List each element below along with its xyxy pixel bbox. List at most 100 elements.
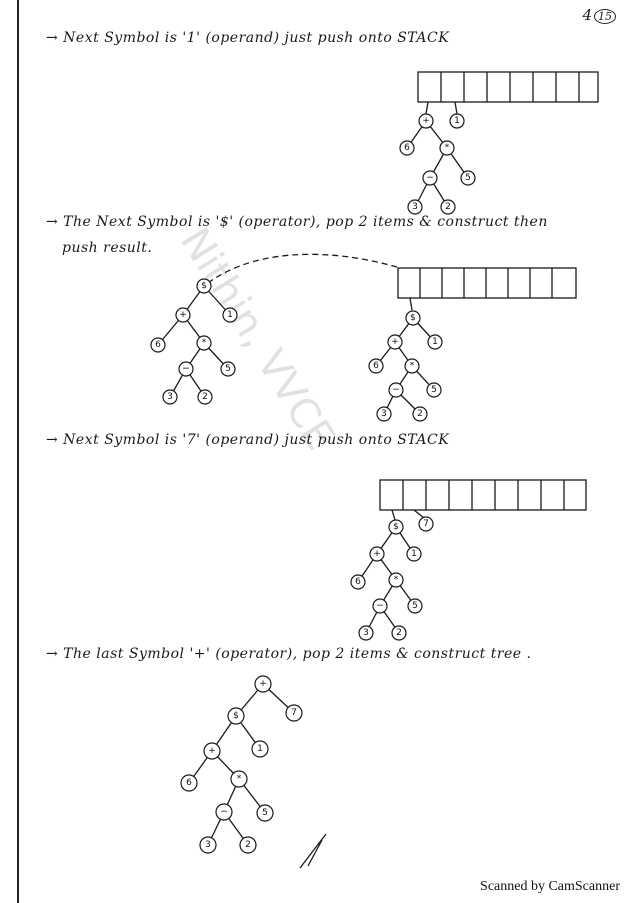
tree-node-label: − bbox=[182, 364, 190, 374]
tree-node-label: 2 bbox=[445, 202, 451, 212]
page-circle-number: 15 bbox=[594, 9, 616, 24]
tree-node-label: 1 bbox=[432, 337, 438, 347]
tree-node-label: * bbox=[445, 143, 450, 153]
tree-node-label: $ bbox=[393, 522, 399, 532]
tree-node-label: 5 bbox=[262, 808, 268, 818]
tree-node-label: 7 bbox=[291, 708, 297, 718]
tree-node-circle bbox=[412, 406, 428, 422]
tree-node-circle bbox=[222, 307, 238, 323]
tree-node-circle bbox=[350, 574, 366, 590]
tree-node-label: 3 bbox=[205, 840, 211, 850]
tree-node-circle bbox=[418, 113, 434, 129]
tree-node-circle bbox=[388, 382, 404, 398]
tree-node-label: 1 bbox=[257, 744, 263, 754]
tree-node-circle bbox=[388, 572, 404, 588]
tree-node-circle bbox=[439, 140, 455, 156]
tree-node-circle bbox=[178, 361, 194, 377]
tree-node-label: $ bbox=[410, 313, 416, 323]
tree-node-circle bbox=[406, 546, 422, 562]
step-2-text-cont: push result. bbox=[62, 240, 153, 256]
tree-node-label: + bbox=[208, 746, 216, 756]
tree-node-circle bbox=[215, 803, 233, 821]
tree-node-circle bbox=[405, 310, 421, 326]
tree-node-label: + bbox=[422, 116, 430, 126]
tree-node-label: 6 bbox=[155, 340, 161, 350]
page-number-text: 4 bbox=[582, 6, 592, 24]
tree-node-label: 3 bbox=[167, 392, 173, 402]
tree-node-label: 6 bbox=[373, 361, 379, 371]
tree-node-label: 6 bbox=[355, 577, 361, 587]
tree-node-circle bbox=[285, 704, 303, 722]
tree-node-circle bbox=[358, 625, 374, 641]
tree-node-label: * bbox=[202, 338, 207, 348]
tree-node-circle bbox=[407, 199, 423, 215]
tree-node-circle bbox=[387, 334, 403, 350]
tree-node-circle bbox=[372, 598, 388, 614]
tree-node-label: + bbox=[179, 310, 187, 320]
tree-node-circle bbox=[404, 358, 420, 374]
tree-node-circle bbox=[418, 516, 434, 532]
tree-node-label: 2 bbox=[245, 840, 251, 850]
tree-node-circle bbox=[227, 707, 245, 725]
tree-node-label: * bbox=[394, 575, 399, 585]
tree-node-circle bbox=[199, 836, 217, 854]
tree-node-circle bbox=[203, 742, 221, 760]
tree-node-label: 5 bbox=[412, 601, 418, 611]
tree-node-label: 6 bbox=[404, 143, 410, 153]
tree-node-circle bbox=[376, 406, 392, 422]
tree-node-circle bbox=[254, 675, 272, 693]
tree-node-label: − bbox=[426, 173, 434, 183]
tree-node-circle bbox=[251, 740, 269, 758]
margin-line bbox=[17, 0, 19, 903]
tree-node-circle bbox=[162, 389, 178, 405]
tree-node-label: 5 bbox=[225, 364, 231, 374]
tree-node-circle bbox=[422, 170, 438, 186]
tree-node-label: 5 bbox=[431, 385, 437, 395]
tree-node-label: 3 bbox=[381, 409, 387, 419]
tree-node-label: 2 bbox=[202, 392, 208, 402]
tree-node-circle bbox=[460, 170, 476, 186]
step-1-text: → Next Symbol is '1' (operand) just push… bbox=[46, 30, 450, 46]
tree-node-label: 5 bbox=[465, 173, 471, 183]
tree-node-circle bbox=[368, 358, 384, 374]
tree-node-label: + bbox=[259, 679, 267, 689]
tree-node-label: − bbox=[220, 807, 228, 817]
tree-node-circle bbox=[391, 625, 407, 641]
tree-node-label: 7 bbox=[423, 519, 429, 529]
step-4-text: → The last Symbol '+' (operator), pop 2 … bbox=[46, 646, 532, 662]
tree-node-circle bbox=[440, 199, 456, 215]
tree-node-circle bbox=[407, 598, 423, 614]
tree-node-label: * bbox=[410, 361, 415, 371]
tree-node-circle bbox=[449, 113, 465, 129]
tree-node-circle bbox=[388, 519, 404, 535]
step-2-text: → The Next Symbol is '$' (operator), pop… bbox=[46, 214, 548, 230]
scanner-footer: Scanned by CamScanner bbox=[480, 879, 620, 894]
tree-node-label: 3 bbox=[412, 202, 418, 212]
stack-3 bbox=[379, 479, 587, 521]
tree-node-circle bbox=[180, 774, 198, 792]
tree-node-circle bbox=[150, 337, 166, 353]
tree-node-circle bbox=[256, 804, 274, 822]
step-3-text: → Next Symbol is '7' (operand) just push… bbox=[46, 432, 450, 448]
tree-node-circle bbox=[220, 361, 236, 377]
tree-node-label: 1 bbox=[411, 549, 417, 559]
tree-node-label: 6 bbox=[186, 778, 192, 788]
stack-2 bbox=[397, 267, 577, 311]
tree-node-label: − bbox=[392, 385, 400, 395]
tree-node-circle bbox=[197, 389, 213, 405]
tree-node-circle bbox=[399, 140, 415, 156]
tree-node-circle bbox=[427, 334, 443, 350]
tree-node-circle bbox=[230, 770, 248, 788]
node-labels: +1 6 * − 5 3 2 $ +1 6 * − 5 3 2 $ +1 6 * − 5 3 2 $7… bbox=[155, 116, 471, 850]
tree-node-circle bbox=[196, 335, 212, 351]
tree-node-label: 2 bbox=[396, 628, 402, 638]
tree-node-label: + bbox=[373, 549, 381, 559]
tree-node-label: $ bbox=[201, 281, 207, 291]
tree-node-circle bbox=[426, 382, 442, 398]
tree-node-circle bbox=[196, 278, 212, 294]
tree-node-label: 3 bbox=[363, 628, 369, 638]
tree-node-label: * bbox=[237, 774, 242, 784]
stack-1 bbox=[417, 71, 599, 115]
tree-node-circle bbox=[239, 836, 257, 854]
